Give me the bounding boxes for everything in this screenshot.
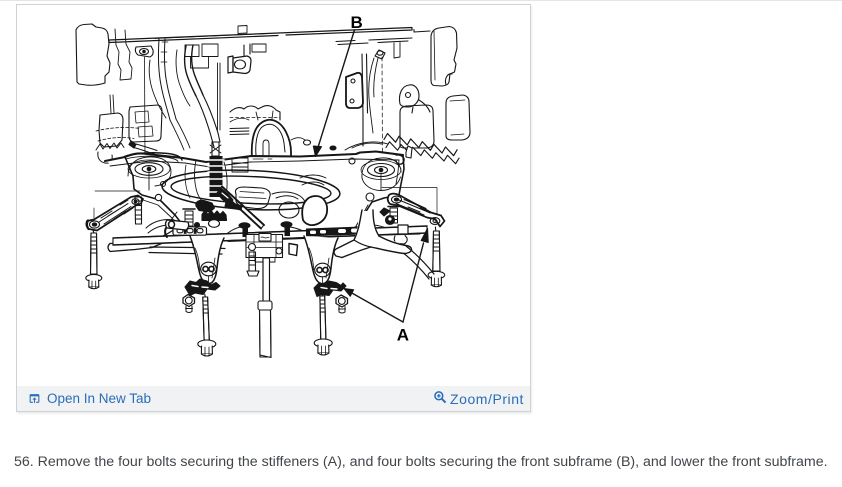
svg-text:A: A <box>397 326 409 345</box>
svg-text:B: B <box>351 13 363 32</box>
